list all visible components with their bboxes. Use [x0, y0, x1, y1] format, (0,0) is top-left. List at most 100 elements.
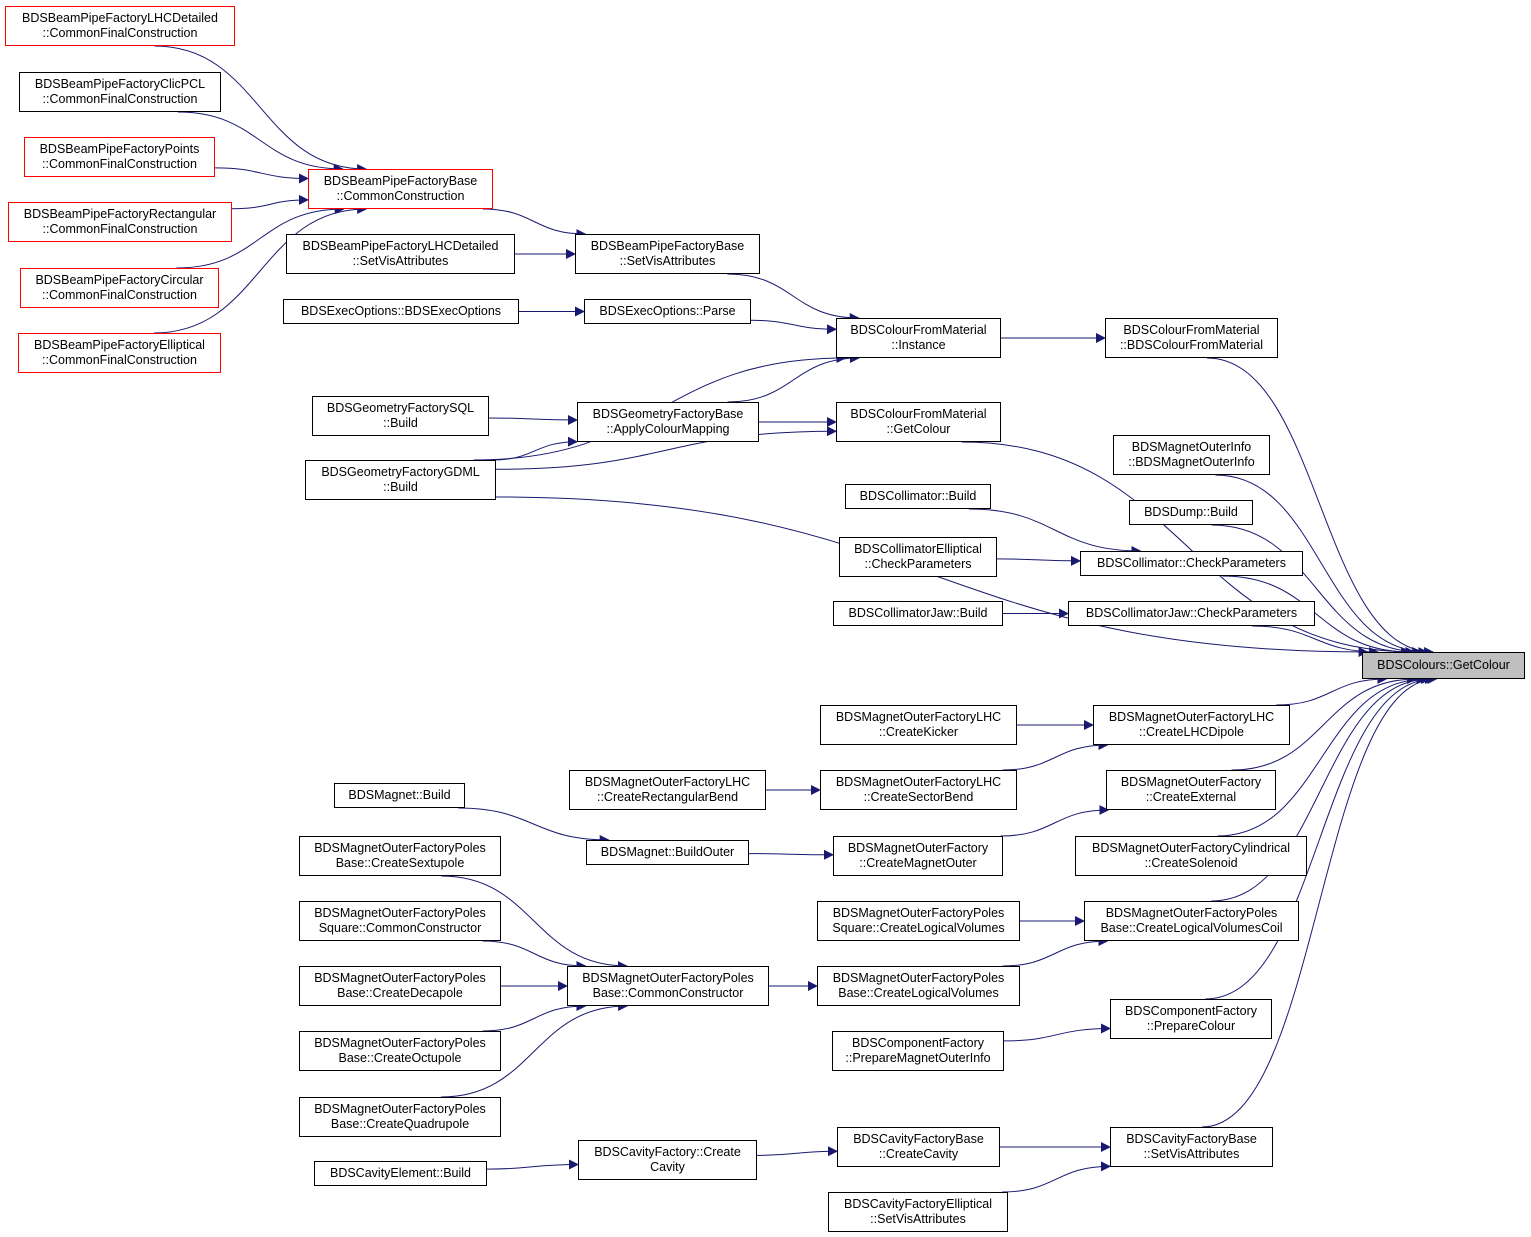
node-points-commonfinalconstruction[interactable]: BDSBeamPipeFactoryPoints ::CommonFinalCo…: [24, 137, 215, 177]
node-cavityfactoryelliptical-setvisattributes[interactable]: BDSCavityFactoryElliptical ::SetVisAttri…: [828, 1192, 1008, 1232]
node-label: BDSBeamPipeFactoryElliptical: [34, 338, 205, 352]
node-label: ::GetColour: [886, 422, 951, 436]
node-label: ::CommonFinalConstruction: [42, 353, 197, 367]
node-label: Base::CreateSextupole: [335, 856, 465, 870]
node-magnet-build[interactable]: BDSMagnet::Build: [334, 783, 465, 808]
node-polesbase-commonconstructor[interactable]: BDSMagnetOuterFactoryPoles Base::CommonC…: [567, 966, 769, 1006]
node-label: BDSCavityElement::Build: [329, 1166, 472, 1180]
node-label: BDSMagnetOuterFactoryCylindrical: [1092, 841, 1290, 855]
node-collimator-build[interactable]: BDSCollimator::Build: [845, 484, 991, 509]
node-polesbase-createlogicalvolumescoil[interactable]: BDSMagnetOuterFactoryPoles Base::CreateL…: [1084, 901, 1299, 941]
node-label: ::SetVisAttributes: [619, 254, 716, 268]
node-collimatorjaw-checkparameters[interactable]: BDSCollimatorJaw::CheckParameters: [1068, 601, 1315, 626]
node-label: BDSCavityFactory::Create: [594, 1145, 741, 1159]
node-label: ::CheckParameters: [864, 557, 972, 571]
edge-execopt_parse-to-cfm_instance: [750, 319, 837, 335]
node-label: BDSBeamPipeFactoryLHCDetailed: [302, 239, 499, 253]
node-label: BDSColourFromMaterial: [1123, 323, 1260, 337]
node-beampipebase-commonconstruction[interactable]: BDSBeamPipeFactoryBase ::CommonConstruct…: [308, 169, 493, 209]
node-magnetouterfactorylhc-createkicker[interactable]: BDSMagnetOuterFactoryLHC ::CreateKicker: [820, 705, 1017, 745]
node-label: ::Instance: [891, 338, 946, 352]
node-label: ::SetVisAttributes: [1143, 1147, 1240, 1161]
node-label: ::CreateLHCDipole: [1139, 725, 1244, 739]
node-componentfactory-preparemagnetouterinfo[interactable]: BDSComponentFactory ::PrepareMagnetOuter…: [832, 1031, 1004, 1071]
node-circular-commonfinalconstruction[interactable]: BDSBeamPipeFactoryCircular ::CommonFinal…: [20, 268, 219, 308]
node-polessquare-createlogicalvolumes[interactable]: BDSMagnetOuterFactoryPoles Square::Creat…: [817, 901, 1020, 941]
node-dump-build[interactable]: BDSDump::Build: [1129, 500, 1253, 525]
node-polesbase-createoctupole[interactable]: BDSMagnetOuterFactoryPoles Base::CreateO…: [299, 1031, 501, 1071]
node-polesbase-createquadrupole[interactable]: BDSMagnetOuterFactoryPoles Base::CreateQ…: [299, 1097, 501, 1137]
node-cavityfactory-createcavity[interactable]: BDSCavityFactory::Create Cavity: [578, 1140, 757, 1180]
edge-bpbase_cc-to-bpbase_sva: [482, 208, 587, 239]
node-geometryfactorygdml-build[interactable]: BDSGeometryFactoryGDML ::Build: [305, 460, 496, 500]
node-magnetouterfactorylhc-createrectangularbend[interactable]: BDSMagnetOuterFactoryLHC ::CreateRectang…: [569, 770, 766, 810]
node-label: ::CreateCavity: [878, 1147, 959, 1161]
node-polessquare-commonconstructor[interactable]: BDSMagnetOuterFactoryPoles Square::Commo…: [299, 901, 501, 941]
edge-mpb_oct-to-mpb_cc: [482, 1001, 587, 1032]
node-colourfrommaterial-ctor[interactable]: BDSColourFromMaterial ::BDSColourFromMat…: [1105, 318, 1278, 358]
node-label: BDSCollimatorJaw::Build: [848, 606, 988, 620]
edge-cavel_build-to-cavf_cc: [486, 1159, 579, 1170]
node-label: BDSCollimatorElliptical: [854, 542, 982, 556]
node-label: ::PrepareMagnetOuterInfo: [845, 1051, 991, 1065]
node-label: BDSBeamPipeFactoryBase: [323, 174, 478, 188]
node-label: ::SetVisAttributes: [870, 1212, 966, 1226]
node-label: BDSGeometryFactoryGDML: [321, 465, 480, 479]
node-colourfrommaterial-getcolour[interactable]: BDSColourFromMaterial ::GetColour: [836, 402, 1001, 442]
node-label: Base::CreateLogicalVolumes: [838, 986, 999, 1000]
node-magnetouterfactorycylindrical-createsolenoid[interactable]: BDSMagnetOuterFactoryCylindrical ::Creat…: [1075, 836, 1307, 876]
node-colourfrommaterial-instance[interactable]: BDSColourFromMaterial ::Instance: [836, 318, 1001, 358]
node-execoptions-parse[interactable]: BDSExecOptions::Parse: [584, 299, 751, 324]
node-magnetouterfactorylhc-createlhcdipole[interactable]: BDSMagnetOuterFactoryLHC ::CreateLHCDipo…: [1093, 705, 1290, 745]
edge-compf_pmoi-to-compf_pc: [1003, 1023, 1111, 1042]
node-lhcdetailed-commonfinalconstruction[interactable]: BDSBeamPipeFactoryLHCDetailed ::CommonFi…: [5, 6, 235, 46]
node-label: ::CommonFinalConstruction: [42, 288, 197, 302]
node-label: BDSMagnetOuterFactoryPoles: [832, 906, 1005, 920]
node-label: BDSMagnetOuterFactory: [847, 841, 989, 855]
node-rectangular-commonfinalconstruction[interactable]: BDSBeamPipeFactoryRectangular ::CommonFi…: [8, 202, 232, 242]
node-beampipebase-setvisattributes[interactable]: BDSBeamPipeFactoryBase ::SetVisAttribute…: [575, 234, 760, 274]
node-label: BDSMagnetOuterFactoryPoles: [582, 971, 754, 985]
node-clicpcl-commonfinalconstruction[interactable]: BDSBeamPipeFactoryClicPCL ::CommonFinalC…: [19, 72, 221, 112]
node-label: BDSBeamPipeFactoryBase: [590, 239, 745, 253]
node-componentfactory-preparecolour[interactable]: BDSComponentFactory ::PrepareColour: [1110, 999, 1272, 1039]
node-label: Base::CommonConstructor: [592, 986, 744, 1000]
node-label: Square::CommonConstructor: [318, 921, 482, 935]
node-label: BDSMagnetOuterFactoryPoles: [314, 1102, 486, 1116]
node-geometryfactorysql-build[interactable]: BDSGeometryFactorySQL ::Build: [312, 396, 489, 436]
node-elliptical-commonfinalconstruction[interactable]: BDSBeamPipeFactoryElliptical ::CommonFin…: [18, 333, 221, 373]
node-magnetouterinfo-ctor[interactable]: BDSMagnetOuterInfo ::BDSMagnetOuterInfo: [1113, 435, 1270, 475]
node-collimatorjaw-build[interactable]: BDSCollimatorJaw::Build: [833, 601, 1003, 626]
node-polesbase-createdecapole[interactable]: BDSMagnetOuterFactoryPoles Base::CreateD…: [299, 966, 501, 1006]
node-magnetouterfactorylhc-createsectorbend[interactable]: BDSMagnetOuterFactoryLHC ::CreateSectorB…: [820, 770, 1017, 810]
node-execoptions-ctor[interactable]: BDSExecOptions::BDSExecOptions: [283, 299, 519, 324]
node-label: BDSCavityFactoryElliptical: [844, 1197, 992, 1211]
node-label: Square::CreateLogicalVolumes: [832, 921, 1005, 935]
node-collimator-checkparameters[interactable]: BDSCollimator::CheckParameters: [1080, 551, 1303, 576]
node-label: BDSExecOptions::Parse: [599, 304, 736, 318]
node-magnetouterfactory-createexternal[interactable]: BDSMagnetOuterFactory ::CreateExternal: [1106, 770, 1276, 810]
edge-cavfe_sva-to-cavfb_sva: [1002, 1161, 1111, 1193]
node-label: ::CommonFinalConstruction: [42, 222, 198, 236]
node-lhcdetailed-setvisattributes[interactable]: BDSBeamPipeFactoryLHCDetailed ::SetVisAt…: [286, 234, 515, 274]
node-label: BDSMagnetOuterFactoryLHC: [835, 710, 1002, 724]
node-label: BDSDump::Build: [1144, 505, 1238, 519]
node-magnet-buildouter[interactable]: BDSMagnet::BuildOuter: [586, 840, 749, 865]
node-polesbase-createlogicalvolumes[interactable]: BDSMagnetOuterFactoryPoles Base::CreateL…: [817, 966, 1020, 1006]
node-magnetouterfactory-createmagnetouter[interactable]: BDSMagnetOuterFactory ::CreateMagnetOute…: [833, 836, 1003, 876]
node-label: BDSComponentFactory: [851, 1036, 984, 1050]
node-label: BDSExecOptions::BDSExecOptions: [300, 304, 502, 318]
node-label: Cavity: [650, 1160, 685, 1174]
edge-mps_cc-to-mpb_cc: [482, 940, 587, 971]
edge-magnet_bouter-to-mof_cmo: [748, 849, 834, 860]
node-collimatorelliptical-checkparameters[interactable]: BDSCollimatorElliptical ::CheckParameter…: [839, 537, 997, 577]
node-cavityelement-build[interactable]: BDSCavityElement::Build: [314, 1161, 487, 1186]
edge-mocyl_sol-to-getcolour: [1217, 674, 1427, 837]
node-cavityfactorybase-setvisattributes[interactable]: BDSCavityFactoryBase ::SetVisAttributes: [1110, 1127, 1273, 1167]
node-cavityfactorybase-createcavity[interactable]: BDSCavityFactoryBase ::CreateCavity: [837, 1127, 1000, 1167]
node-label: Base::CreateLogicalVolumesCoil: [1100, 921, 1283, 935]
node-polesbase-createsextupole[interactable]: BDSMagnetOuterFactoryPoles Base::CreateS…: [299, 836, 501, 876]
edge-colljaw_cp-to-getcolour: [1252, 625, 1380, 657]
node-label: ::CommonFinalConstruction: [42, 92, 198, 106]
node-geometryfactorybase-applycolourmapping[interactable]: BDSGeometryFactoryBase ::ApplyColourMapp…: [577, 402, 759, 442]
